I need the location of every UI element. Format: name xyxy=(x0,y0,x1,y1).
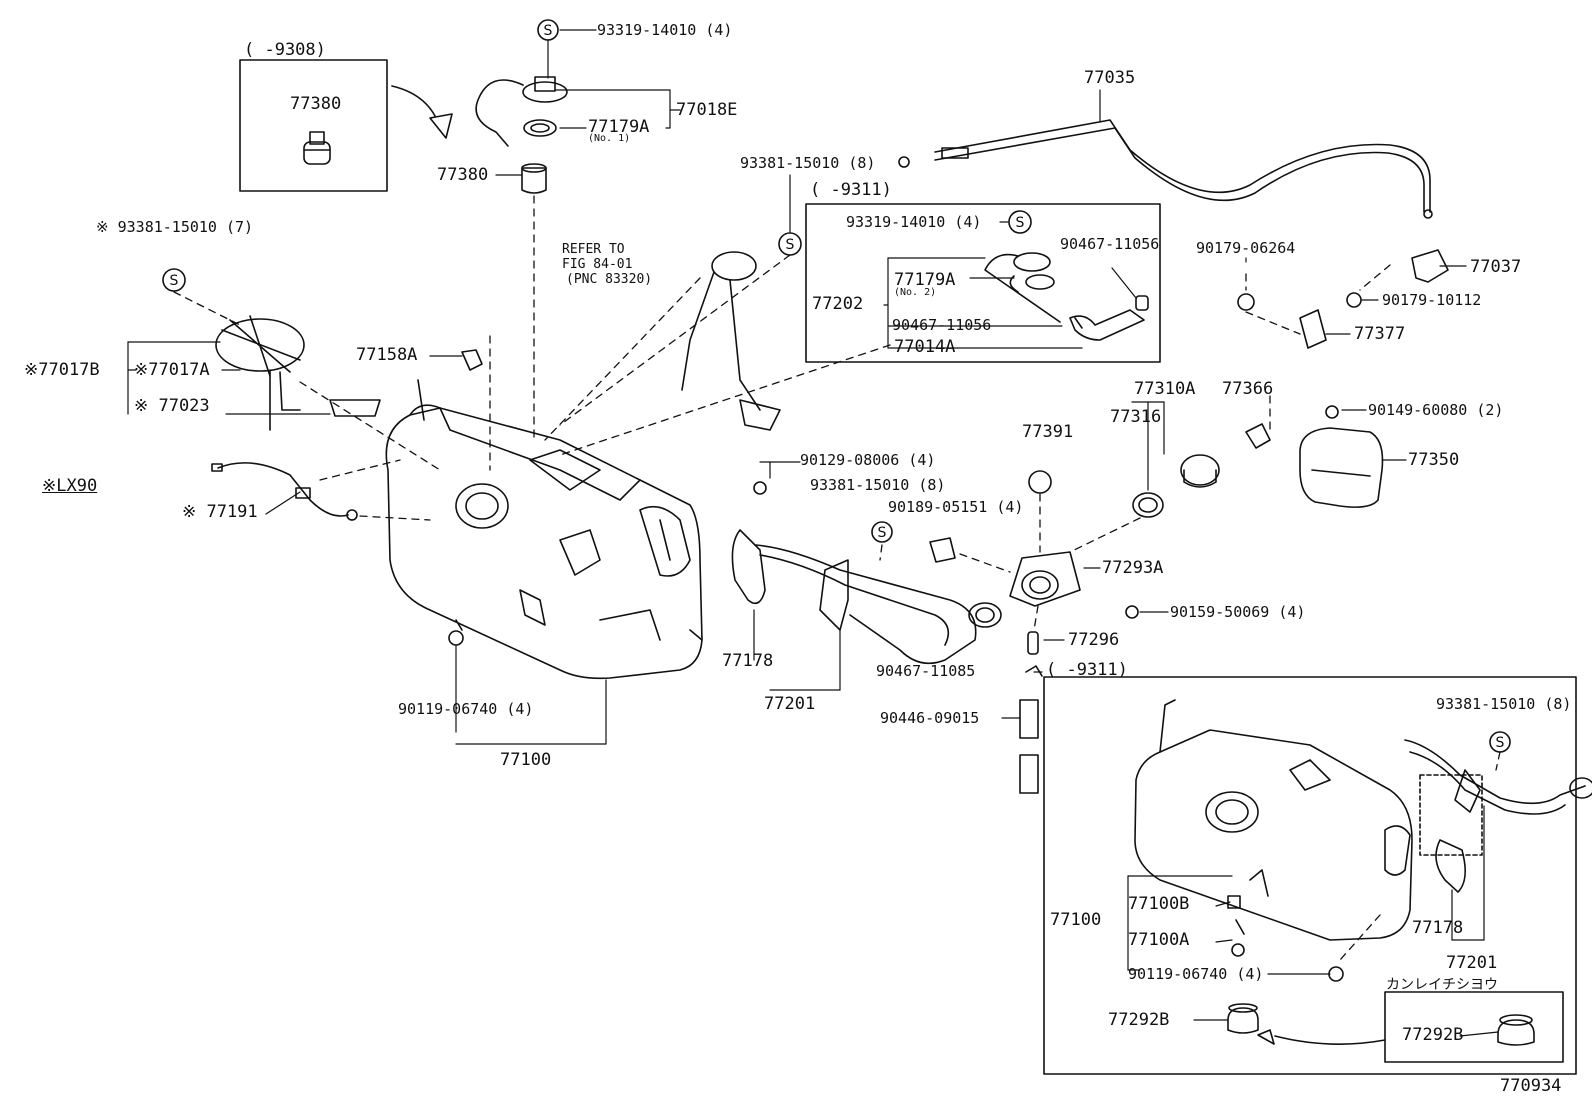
dashed-leaders xyxy=(173,195,1501,961)
part-90119-left: 90119-06740 (4) xyxy=(398,700,534,718)
fuel-gauge-77380-old xyxy=(303,131,331,165)
part-77377: 77377 xyxy=(1354,324,1406,344)
part-77018e: 77018E xyxy=(676,100,738,120)
part-77179a-box: 77179A xyxy=(894,270,956,290)
sender-gauge-77018e xyxy=(475,76,568,194)
part-77037: 77037 xyxy=(1470,257,1522,277)
part-93319-box: 93319-14010 (4) xyxy=(846,213,982,231)
part-90129: 90129-08006 (4) xyxy=(800,451,936,469)
svg-text:S: S xyxy=(1016,215,1025,231)
part-77310a: 77310A xyxy=(1134,379,1196,399)
part-90179-10112: 90179-10112 xyxy=(1382,291,1482,309)
part-77017a: ※77017A xyxy=(134,360,210,380)
figure-number: 770934 xyxy=(1500,1076,1562,1096)
refer-note-line3: (PNC 83320) xyxy=(566,272,653,287)
part-77100-right: 77100 xyxy=(1050,910,1102,930)
svg-text:S: S xyxy=(1496,735,1505,751)
arrow-curved-bottom xyxy=(1257,1029,1386,1045)
part-note-no1: (No. 1) xyxy=(588,133,631,144)
part-note-no2: (No. 2) xyxy=(894,287,937,298)
fuel-tank-77100-right xyxy=(1134,699,1413,941)
part-77202: 77202 xyxy=(812,294,864,314)
part-77292b-main: 77292B xyxy=(1108,1010,1170,1030)
part-93319-top: 93319-14010 (4) xyxy=(597,21,733,39)
part-77100a: 77100A xyxy=(1128,930,1190,950)
part-90119-right: 90119-06740 (4) xyxy=(1128,965,1264,983)
part-90467-box-bottom: 90467-11056 xyxy=(892,316,992,334)
part-77035: 77035 xyxy=(1084,68,1136,88)
range-label-9311-top: ( -9311) xyxy=(810,180,892,200)
part-77100-left: 77100 xyxy=(500,750,552,770)
inset-box-9308 xyxy=(239,59,388,192)
filler-pipe-77201 xyxy=(731,529,1002,665)
part-77380: 77380 xyxy=(437,165,489,185)
part-77201-left: 77201 xyxy=(764,694,816,714)
fuel-tank-77100 xyxy=(385,379,703,680)
part-77191: ※ 77191 xyxy=(182,502,258,522)
svg-text:S: S xyxy=(170,273,179,289)
part-77017b: ※77017B xyxy=(24,360,100,380)
part-77100b: 77100B xyxy=(1128,894,1190,914)
part-77201-right: 77201 xyxy=(1446,953,1498,973)
part-77178-left: 77178 xyxy=(722,651,774,671)
opener-lever-77037 xyxy=(1237,249,1449,349)
part-93381-top: 93381-15010 (8) xyxy=(740,154,876,172)
cable-77035 xyxy=(898,119,1433,219)
refer-note-line1: REFER TO xyxy=(562,242,625,257)
part-90189: 90189-05151 (4) xyxy=(888,498,1024,516)
range-label-9311-bottom: ( -9311) xyxy=(1046,660,1128,680)
part-77380-box: 77380 xyxy=(290,94,342,114)
leader-lines xyxy=(127,29,1499,1037)
fuel-door-77350 xyxy=(753,405,1384,619)
hose-parts xyxy=(1019,631,1043,794)
part-77316: 77316 xyxy=(1110,407,1162,427)
svg-text:S: S xyxy=(544,23,553,39)
part-77158a: 77158A xyxy=(356,345,418,365)
model-note-lx90: ※LX90 xyxy=(42,476,98,496)
part-77391: 77391 xyxy=(1022,422,1074,442)
bolts xyxy=(448,619,1344,982)
part-93381-right: 93381-15010 (8) xyxy=(1436,695,1572,713)
part-77014a: 77014A xyxy=(894,337,956,357)
part-90179-06264: 90179-06264 xyxy=(1196,239,1296,257)
part-90446: 90446-09015 xyxy=(880,709,980,727)
range-label-9308: ( -9308) xyxy=(244,40,326,60)
service-symbols xyxy=(162,19,1511,753)
part-77296: 77296 xyxy=(1068,630,1120,650)
part-77293a: 77293A xyxy=(1102,558,1164,578)
katakana-note: カンレイチシヨウ xyxy=(1386,977,1498,993)
part-90149: 90149-60080 (2) xyxy=(1368,401,1504,419)
part-93381-7: ※ 93381-15010 (7) xyxy=(96,218,254,236)
part-77292b-box: 77292B xyxy=(1402,1025,1464,1045)
arrow-curved-top xyxy=(391,85,453,139)
part-77179a-top: 77179A xyxy=(588,117,650,137)
svg-text:S: S xyxy=(878,525,887,541)
inset-box-katakana xyxy=(1384,991,1564,1063)
sender-gauge-refer xyxy=(681,251,781,431)
grommet-77292b xyxy=(1227,1003,1535,1046)
part-90467-box-top: 90467-11056 xyxy=(1060,235,1160,253)
inset-box-9311-top xyxy=(805,203,1161,363)
part-77023: ※ 77023 xyxy=(134,396,210,416)
part-90159: 90159-50069 (4) xyxy=(1170,603,1306,621)
part-77366: 77366 xyxy=(1222,379,1274,399)
sender-unit-77017 xyxy=(215,315,381,431)
filler-pipe-77201-right xyxy=(1404,739,1592,893)
part-93381-mid: 93381-15010 (8) xyxy=(810,476,946,494)
svg-text:S: S xyxy=(786,237,795,253)
inset-box-9311-bottom xyxy=(1043,676,1577,1075)
part-77350: 77350 xyxy=(1408,450,1460,470)
refer-note-line2: FIG 84-01 xyxy=(562,257,633,272)
sender-77202-parts xyxy=(984,252,1149,341)
bracket-77158a xyxy=(461,349,483,371)
part-77178-right: 77178 xyxy=(1412,918,1464,938)
filler-neck-77293a xyxy=(929,454,1220,607)
part-90467-11085: 90467-11085 xyxy=(876,662,976,680)
wire-harness-77191 xyxy=(211,462,358,521)
